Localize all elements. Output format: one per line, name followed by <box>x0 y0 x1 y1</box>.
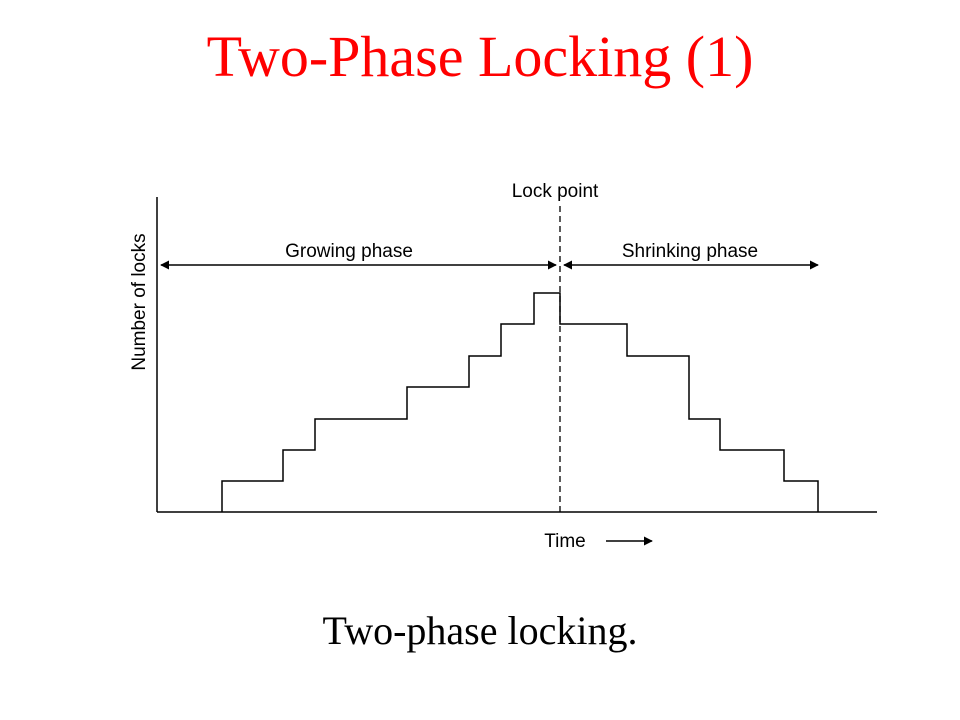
lock-point-label: Lock point <box>512 181 599 202</box>
lock-count-curve <box>221 292 819 512</box>
slide-title: Two-Phase Locking (1) <box>206 24 754 89</box>
slide-caption: Two-phase locking. <box>322 608 638 653</box>
growing-phase-label: Growing phase <box>285 241 413 262</box>
y-axis-label: Number of locks <box>129 233 150 370</box>
time-label: Time <box>544 531 586 552</box>
shrinking-phase-label: Shrinking phase <box>622 241 758 262</box>
